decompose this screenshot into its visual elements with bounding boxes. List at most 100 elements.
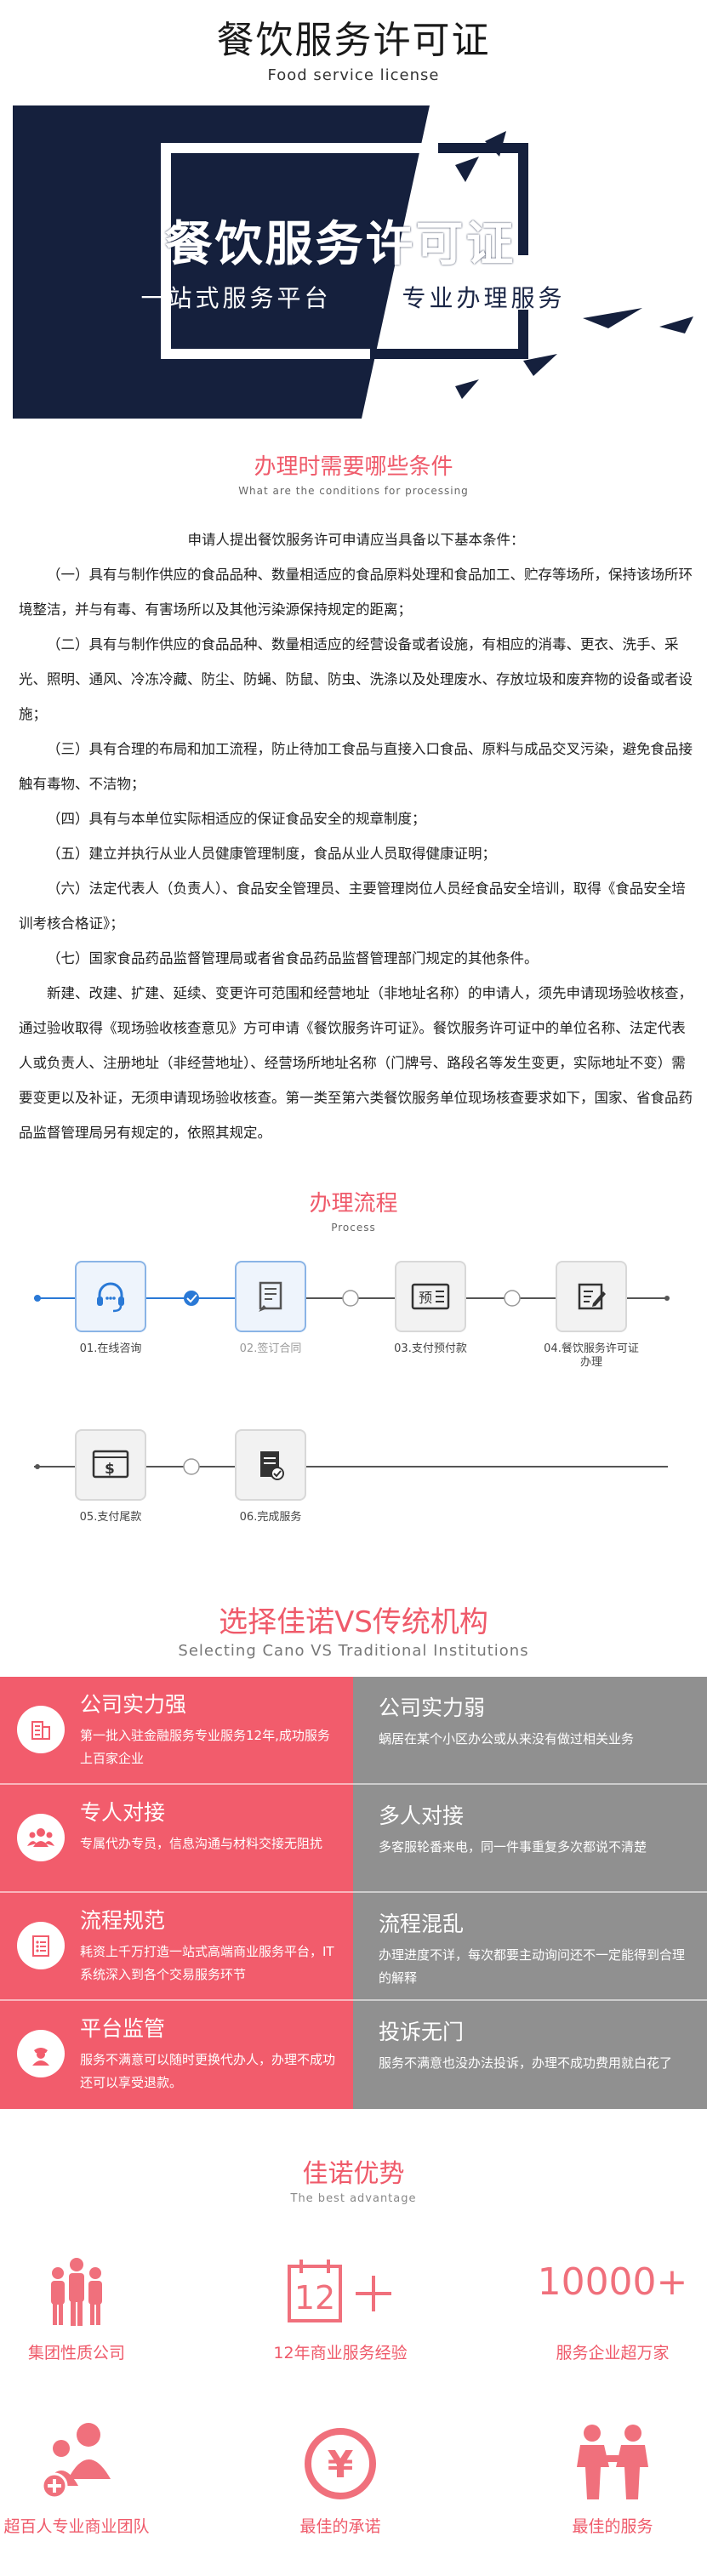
group-people-icon (0, 2236, 179, 2329)
conditions-section: 办理时需要哪些条件 What are the conditions for pr… (0, 453, 707, 1150)
compare-table: 公司实力强第一批入驻金融服务专业服务12年,成功服务上百家企业 专人对接专属代办… (0, 1677, 707, 2109)
yuan-promise-icon: ¥ (238, 2409, 442, 2503)
process-step-label: 02.签订合同 (239, 1342, 302, 1355)
condition-item: （六）法定代表人（负责人）、食品安全管理员、主要管理岗位人员经食品安全培训，取得… (19, 881, 686, 932)
process-title: 办理流程 (309, 1191, 398, 1217)
process-step-contract[interactable]: 02.签订合同 (220, 1261, 322, 1356)
compare-item-desc: 蜗居在某个小区办公或从来没有做过相关业务 (379, 1731, 635, 1747)
compare-item-desc: 服务不满意也没办法投诉，办理不成功费用就白花了 (379, 2055, 673, 2071)
building-icon (17, 1706, 65, 1753)
hero-banner: 餐饮服务许可证 一站式服务平台 专业办理服务 (13, 105, 693, 419)
dollar-payment-icon: $ (75, 1429, 146, 1501)
page-subtitle: Food service license (267, 66, 440, 84)
compare-section: 选择佳诺VS传统机构 Selecting Cano VS Traditional… (0, 1604, 707, 2109)
compare-title: 选择佳诺VS传统机构 (219, 1605, 488, 1639)
compare-row: 平台监管服务不满意可以随时更换代办人，办理不成功还可以享受退款。 (0, 2001, 353, 2109)
compare-column-cano: 公司实力强第一批入驻金融服务专业服务12年,成功服务上百家企业 专人对接专属代办… (0, 1677, 353, 2109)
calendar-number: 12 (294, 2279, 335, 2317)
compare-row: 多人对接多客服轮番来电，同一件事重复多次都说不清楚 (353, 1785, 707, 1893)
compare-item-desc: 办理进度不详，每次都要主动询问还不一定能得到合理的解释 (379, 1947, 686, 1986)
prepay-icon: 预 (395, 1261, 466, 1332)
process-step-prepay[interactable]: 预 03.支付预付款 (379, 1261, 482, 1356)
advantages-grid: 集团性质公司 12 12年商业服务经验 10000+ 服务企业超万家 超百人专业… (0, 2236, 707, 2576)
condition-note: 新建、改建、扩建、延续、变更许可范围和经营地址（非地址名称）的申请人，须先申请现… (19, 985, 693, 1141)
advantage-label: 最佳的承诺 (299, 2517, 381, 2536)
process-step-label: 03.支付预付款 (394, 1342, 467, 1355)
process-step-complete[interactable]: 06.完成服务 (220, 1429, 322, 1525)
complete-document-icon (235, 1429, 306, 1501)
banner-right-text: 专业办理服务 (402, 284, 566, 312)
svg-text:$: $ (105, 1461, 115, 1478)
compare-row: 公司实力弱蜗居在某个小区办公或从来没有做过相关业务 (353, 1677, 707, 1785)
advantages-title: 佳诺优势 (302, 2159, 405, 2189)
compare-item-title: 流程混乱 (379, 1912, 465, 1936)
compare-item-desc: 多客服轮番来电，同一件事重复多次都说不清楚 (379, 1839, 647, 1855)
condition-item: （一）具有与制作供应的食品品种、数量相适应的食品原料处理和食品加工、贮存等场所，… (19, 567, 693, 618)
svg-text:预: 预 (419, 1290, 432, 1306)
advantage-label: 超百人专业商业团队 (3, 2517, 150, 2536)
advantage-item: 集团性质公司 (0, 2236, 179, 2365)
headset-icon (75, 1261, 146, 1332)
process-subtitle: Process (331, 1222, 376, 1234)
advantage-item: 超百人专业商业团队 (0, 2409, 179, 2539)
process-step-license[interactable]: 04.餐饮服务许可证办理 (540, 1261, 642, 1370)
conditions-title-block: 办理时需要哪些条件 What are the conditions for pr… (0, 453, 707, 497)
process-section: 办理流程 Process 01.在线咨询 (0, 1189, 707, 1576)
page-title: 餐饮服务许可证 (216, 19, 491, 62)
compare-item-desc: 服务不满意可以随时更换代办人，办理不成功还可以享受退款。 (80, 2052, 336, 2090)
advantage-label: 最佳的服务 (572, 2517, 653, 2536)
banner-tagline: 一站式服务平台 专业办理服务 (13, 280, 693, 314)
banner-title: 餐饮服务许可证 (164, 217, 516, 272)
compare-title-block: 选择佳诺VS传统机构 Selecting Cano VS Traditional… (0, 1604, 707, 1660)
compare-item-desc: 第一批入驻金融服务专业服务12年,成功服务上百家企业 (80, 1728, 330, 1766)
compare-row: 投诉无门服务不满意也没办法投诉，办理不成功费用就白花了 (353, 2001, 707, 2109)
condition-item: （七）国家食品药品监督管理局或者省食品药品监督管理部门规定的其他条件。 (47, 950, 539, 966)
advantage-label: 12年商业服务经验 (273, 2344, 408, 2362)
conditions-body: 申请人提出餐饮服务许可申请应当具备以下基本条件： （一）具有与制作供应的食品品种… (0, 497, 707, 1150)
condition-item: （四）具有与本单位实际相适应的保证食品安全的规章制度； (47, 811, 426, 827)
banner-left-text: 一站式服务平台 (140, 284, 332, 312)
process-step-label: 01.在线咨询 (79, 1342, 142, 1355)
conditions-title: 办理时需要哪些条件 (254, 454, 453, 480)
process-step-consult[interactable]: 01.在线咨询 (60, 1261, 162, 1356)
conditions-subtitle: What are the conditions for processing (238, 485, 469, 497)
advantage-label: 服务企业超万家 (556, 2344, 670, 2362)
process-title-block: 办理流程 Process (0, 1189, 707, 1234)
handshake-service-icon (510, 2409, 707, 2503)
advantage-item: 10000+ 服务企业超万家 (510, 2236, 707, 2365)
advantages-section: 佳诺优势 The best advantage 集团性质公司 12 12年商业服… (0, 2158, 707, 2576)
condition-item: （二）具有与制作供应的食品品种、数量相适应的经营设备或者设施，有相应的消毒、更衣… (19, 636, 693, 722)
checklist-icon (17, 1922, 65, 1969)
calendar-12-icon: 12 (238, 2236, 442, 2329)
yuan-symbol: ¥ (328, 2443, 354, 2487)
advantage-item: 12 12年商业服务经验 (238, 2236, 442, 2365)
compare-item-title: 公司实力强 (80, 1692, 187, 1717)
compare-item-title: 流程规范 (80, 1908, 166, 1933)
team-icon (17, 1814, 65, 1861)
process-step-final-payment[interactable]: $ 05.支付尾款 (60, 1429, 162, 1525)
page-header: 餐饮服务许可证 Food service license (0, 0, 707, 95)
compare-item-title: 公司实力弱 (379, 1695, 486, 1720)
compare-column-traditional: 公司实力弱蜗居在某个小区办公或从来没有做过相关业务 多人对接多客服轮番来电，同一… (353, 1677, 707, 2109)
compare-row: 流程规范耗资上千万打造一站式高端商业服务平台，IT系统深入到各个交易服务环节 (0, 1893, 353, 2001)
advantages-subtitle: The best advantage (290, 2192, 417, 2205)
advantage-number: 10000+ (537, 2260, 688, 2304)
condition-item: （三）具有合理的布局和加工流程，防止待加工食品与直接入口食品、原料与成品交叉污染… (19, 741, 693, 792)
compare-row: 专人对接专属代办专员，信息沟通与材料交接无阻扰 (0, 1785, 353, 1893)
compare-row: 公司实力强第一批入驻金融服务专业服务12年,成功服务上百家企业 (0, 1677, 353, 1785)
compare-item-desc: 专属代办专员，信息沟通与材料交接无阻扰 (80, 1836, 323, 1851)
compare-item-title: 投诉无门 (379, 2020, 465, 2044)
edit-document-icon (556, 1261, 627, 1332)
advantage-label: 集团性质公司 (27, 2344, 125, 2362)
compare-subtitle: Selecting Cano VS Traditional Institutio… (178, 1642, 529, 1660)
advantage-item: 最佳的服务 (510, 2409, 707, 2539)
compare-row: 流程混乱办理进度不详，每次都要主动询问还不一定能得到合理的解释 (353, 1893, 707, 2001)
banner-graphic (13, 105, 693, 419)
advantages-title-block: 佳诺优势 The best advantage (0, 2158, 707, 2205)
condition-item: （五）建立并执行从业人员健康管理制度，食品从业人员取得健康证明； (47, 846, 496, 862)
conditions-intro: 申请人提出餐饮服务许可申请应当具备以下基本条件： (187, 532, 525, 548)
compare-item-title: 多人对接 (379, 1804, 465, 1828)
process-step-label: 04.餐饮服务许可证办理 (544, 1342, 639, 1369)
process-step-label: 06.完成服务 (239, 1511, 302, 1524)
process-flow: 01.在线咨询 02.签订合同 预 03.支付预付款 04.餐饮服务许可证办理 … (0, 1244, 707, 1576)
